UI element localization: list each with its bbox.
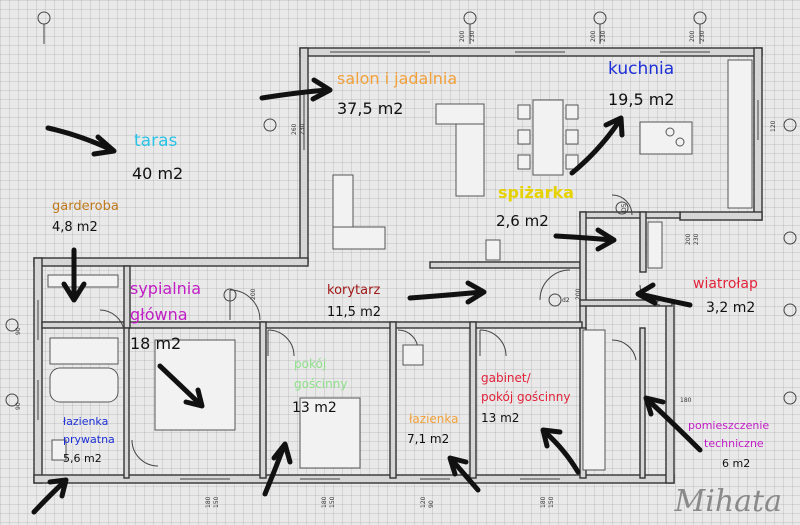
axis-markers bbox=[5, 11, 797, 407]
room-lazienka-area: 7,1 m2 bbox=[407, 432, 450, 446]
svg-text:d1: d1 bbox=[652, 297, 660, 304]
svg-text:180: 180 bbox=[321, 496, 328, 508]
svg-text:200: 200 bbox=[685, 233, 692, 245]
svg-text:90: 90 bbox=[428, 500, 435, 508]
room-wiatrolap-area: 3,2 m2 bbox=[706, 300, 756, 316]
room-lazienka-pryw-area: 5,6 m2 bbox=[63, 452, 102, 465]
svg-text:230: 230 bbox=[693, 233, 700, 245]
dimension-labels: 200 230 200 230 200 230 260 230 120 200 … bbox=[15, 30, 777, 508]
svg-text:200: 200 bbox=[689, 30, 696, 42]
mihata-logo: Mihata bbox=[674, 484, 782, 519]
room-lazienka-pryw-name-1: łazienka bbox=[63, 415, 109, 428]
room-spizarka-name: spiżarka bbox=[498, 183, 574, 202]
room-salon-area: 37,5 m2 bbox=[337, 99, 404, 118]
room-kuchnia-name: kuchnia bbox=[608, 59, 675, 79]
room-goscinny-name-1: pokój bbox=[294, 357, 327, 371]
svg-text:150: 150 bbox=[548, 496, 555, 508]
room-salon-name: salon i jadalnia bbox=[337, 69, 458, 88]
room-techniczne-name-2: techniczne bbox=[704, 437, 764, 450]
room-gabinet-name-2: pokój gościnny bbox=[481, 390, 571, 404]
windows bbox=[37, 51, 759, 480]
room-korytarz-area: 11,5 m2 bbox=[327, 305, 382, 320]
room-lazienka-name: łazienka bbox=[409, 412, 459, 426]
svg-text:180: 180 bbox=[205, 496, 212, 508]
walls bbox=[33, 47, 763, 484]
svg-text:200: 200 bbox=[459, 30, 466, 42]
svg-text:90: 90 bbox=[15, 402, 22, 410]
svg-text:150: 150 bbox=[213, 496, 220, 508]
svg-text:D5: D5 bbox=[621, 203, 628, 212]
room-garderoba-area: 4,8 m2 bbox=[52, 220, 98, 235]
room-sypialnia-name-2: główna bbox=[130, 305, 188, 324]
room-spizarka-area: 2,6 m2 bbox=[496, 212, 549, 230]
doors bbox=[99, 194, 661, 467]
svg-text:180: 180 bbox=[540, 496, 547, 508]
svg-text:230: 230 bbox=[299, 123, 306, 135]
svg-text:230: 230 bbox=[600, 30, 607, 42]
svg-text:120: 120 bbox=[420, 496, 427, 508]
svg-text:d2: d2 bbox=[562, 297, 570, 304]
svg-text:200: 200 bbox=[250, 288, 257, 300]
svg-text:230: 230 bbox=[699, 30, 706, 42]
room-goscinny-name-2: gościnny bbox=[294, 377, 348, 391]
room-lazienka-pryw-name-2: prywatna bbox=[63, 433, 115, 446]
room-garderoba-name: garderoba bbox=[52, 199, 119, 214]
room-sypialnia-name-1: sypialnia bbox=[130, 279, 202, 298]
room-sypialnia-area: 18 m2 bbox=[130, 334, 182, 353]
svg-text:200: 200 bbox=[575, 288, 582, 300]
room-techniczne-name-1: pomieszczenie bbox=[688, 419, 770, 432]
svg-text:230: 230 bbox=[469, 30, 476, 42]
svg-text:180: 180 bbox=[680, 397, 692, 404]
room-taras-area: 40 m2 bbox=[132, 164, 184, 183]
room-korytarz-name: korytarz bbox=[327, 283, 381, 298]
room-taras-name: taras bbox=[134, 131, 178, 151]
room-goscinny-area: 13 m2 bbox=[292, 400, 337, 416]
svg-text:90: 90 bbox=[15, 327, 22, 335]
room-kuchnia-area: 19,5 m2 bbox=[608, 90, 675, 109]
svg-text:260: 260 bbox=[291, 123, 298, 135]
svg-text:150: 150 bbox=[329, 496, 336, 508]
room-gabinet-name-1: gabinet/ bbox=[481, 371, 531, 385]
room-wiatrolap-name: wiatrołap bbox=[693, 276, 758, 292]
svg-text:120: 120 bbox=[770, 120, 777, 132]
svg-text:200: 200 bbox=[590, 30, 597, 42]
room-techniczne-area: 6 m2 bbox=[722, 457, 751, 470]
room-gabinet-area: 13 m2 bbox=[481, 411, 520, 425]
annotation-arrows bbox=[31, 77, 703, 515]
